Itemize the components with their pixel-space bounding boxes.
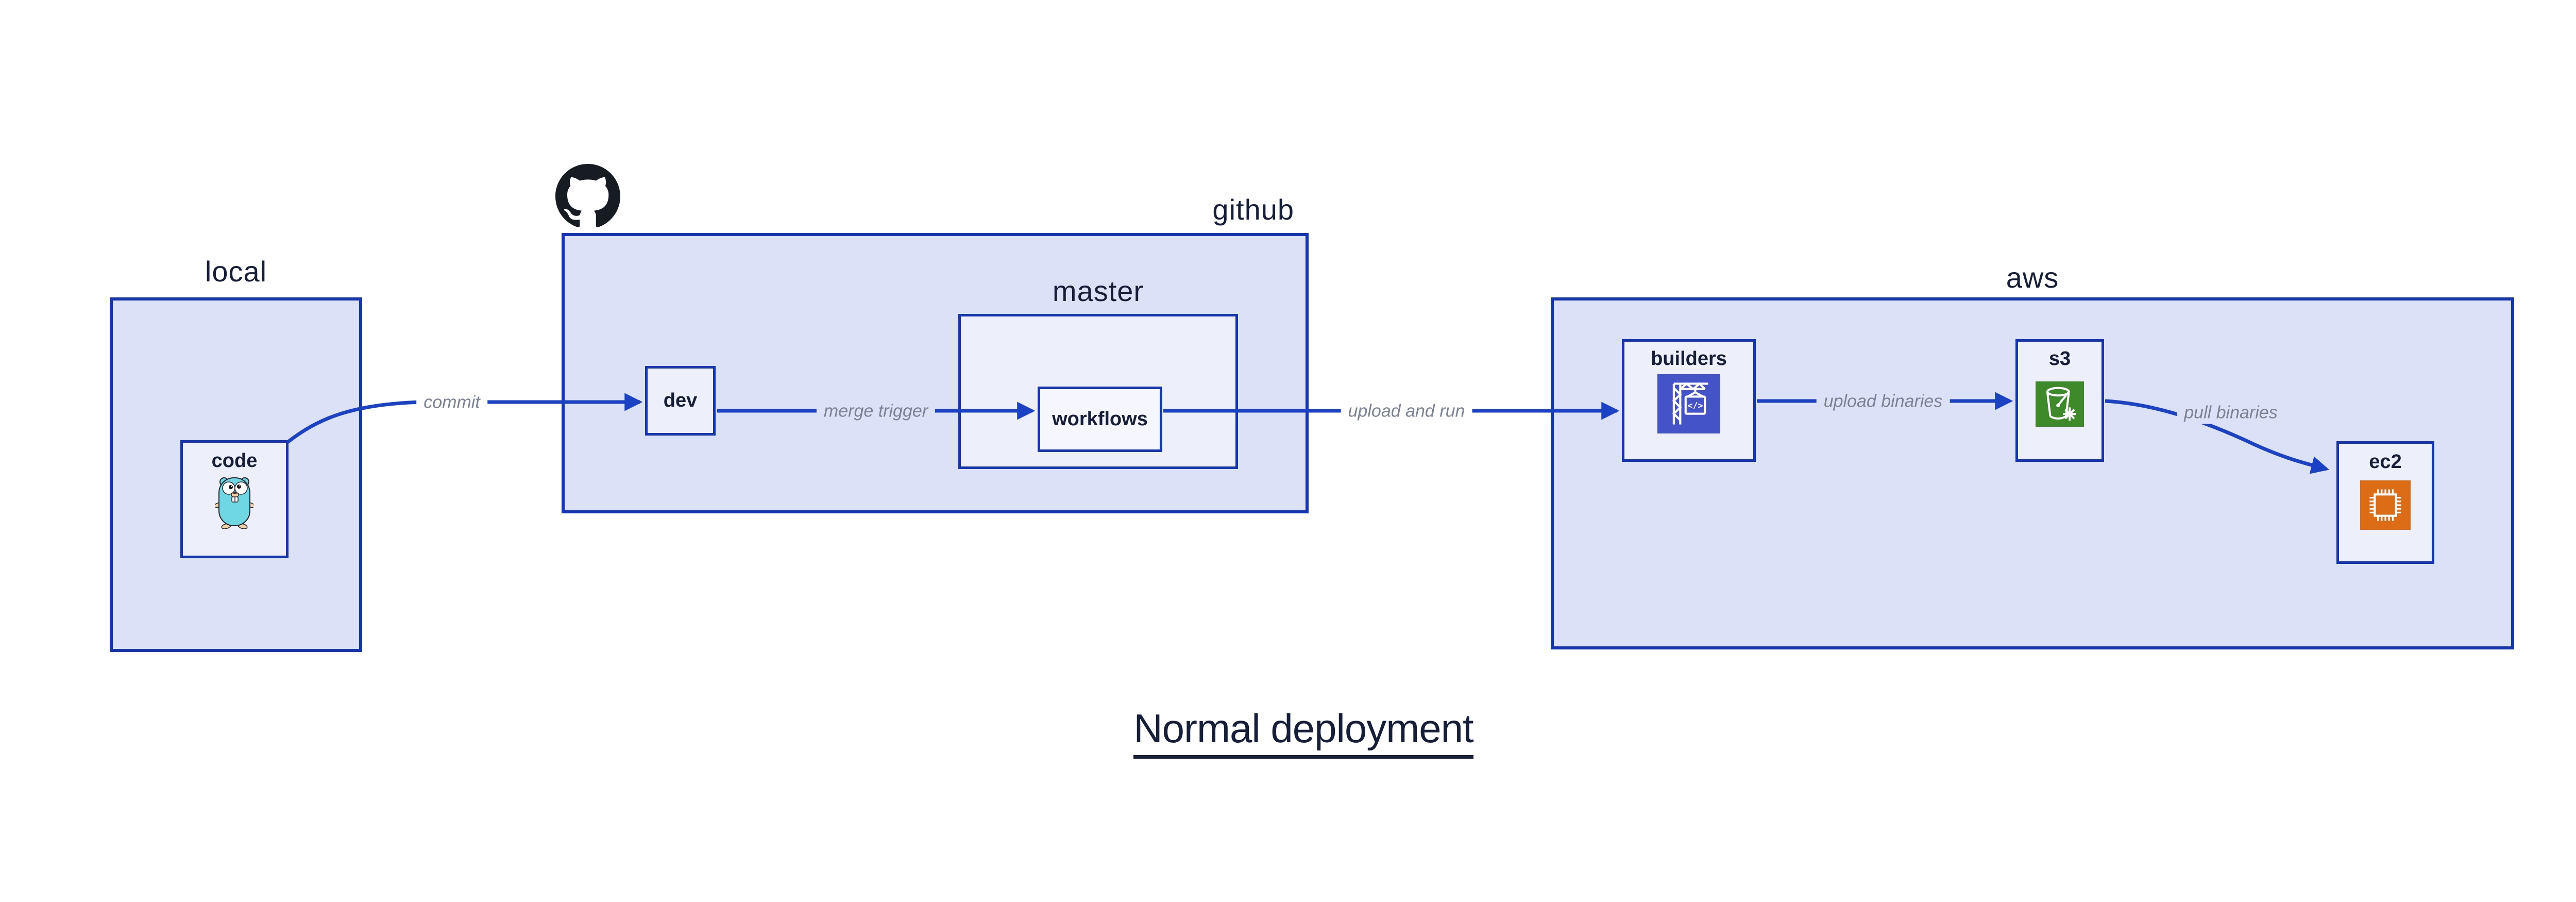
upload-binaries-edge-label: upload binaries: [1816, 390, 1950, 413]
dev-node-label: dev: [663, 390, 698, 411]
ec2-node-box: ec2: [2336, 441, 2434, 564]
ec2-node-label: ec2: [2369, 451, 2402, 473]
go-gopher-icon: [215, 477, 253, 529]
code-node-box: code: [180, 440, 289, 558]
upload-and-run-edge-label: upload and run: [1341, 400, 1472, 423]
ec2-chip-icon: [2360, 480, 2411, 530]
diagram-title-text: Normal deployment: [1133, 705, 1474, 759]
s3-bucket-icon: [2036, 381, 2084, 427]
local-group-label: local: [205, 255, 267, 288]
builders-node-label: builders: [1651, 348, 1727, 370]
aws-group-label: aws: [2006, 261, 2059, 294]
commit-edge-label: commit: [416, 391, 487, 414]
github-octocat-logo: [555, 164, 620, 229]
diagram-title: Normal deployment: [1087, 705, 1520, 759]
github-octocat-icon: [555, 164, 620, 227]
pull-binaries-edge-label: pull binaries: [2177, 402, 2285, 424]
dev-node-box: dev: [645, 366, 716, 436]
workflows-node-label: workflows: [1052, 408, 1148, 430]
workflows-node-box: workflows: [1038, 387, 1162, 452]
s3-node-label: s3: [2048, 348, 2071, 370]
s3-node-box: s3: [2015, 339, 2104, 462]
svg-text:</>: </>: [1687, 400, 1703, 410]
merge-trigger-edge-label: merge trigger: [816, 400, 936, 423]
builders-node-box: builders </>: [1622, 339, 1756, 462]
github-group-label: github: [1212, 193, 1294, 226]
codebuild-crane-icon: </>: [1657, 374, 1720, 433]
code-node-label: code: [211, 450, 258, 472]
master-group-label: master: [1052, 275, 1144, 307]
